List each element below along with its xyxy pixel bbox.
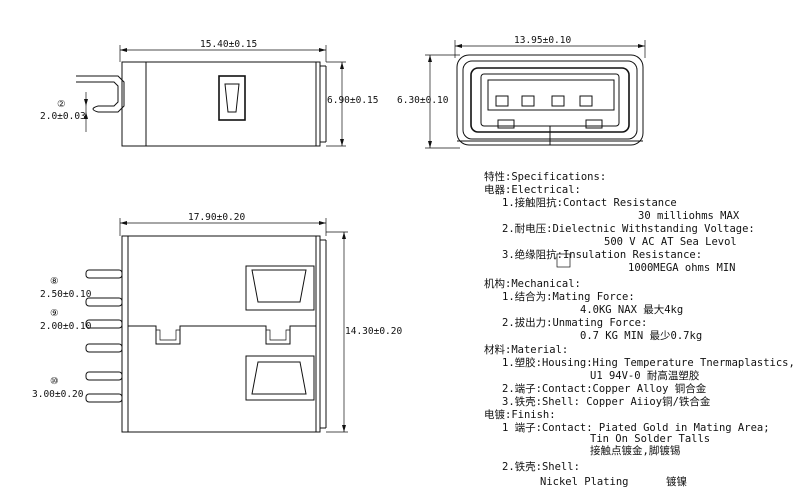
spec-f1b: 接触点镀金,脚镀锡 xyxy=(590,444,680,457)
spec-t1: 1.塑胶:Housing:Hing Temperature Tnermaplas… xyxy=(502,356,795,369)
spec-title: 特性:Specifications: xyxy=(484,170,606,183)
dim-side-height: 6.90±0.15 xyxy=(327,95,378,106)
side-view: 15.40±0.15 6.90±0.15 ② 2.0±0.03 xyxy=(40,39,378,147)
spec-material: 材料:Material: xyxy=(484,343,568,356)
spec-t1v: U1 94V-0 耐高温塑胶 xyxy=(590,369,700,382)
callout-2: ② xyxy=(57,99,66,110)
image-placeholder-icon xyxy=(556,253,571,268)
dim-side-length: 15.40±0.15 xyxy=(200,39,257,50)
spec-e2: 2.耐电压:Dielectnic Withstanding Voltage: xyxy=(502,222,755,235)
callout-8: ⑧ xyxy=(50,276,59,287)
dim-pin-offset: 2.0±0.03 xyxy=(40,111,86,122)
spec-e3v: 1000MEGA ohms MIN xyxy=(628,262,735,274)
callout-10: ⑩ xyxy=(50,376,59,387)
spec-f2c: 镀镍 xyxy=(666,475,687,488)
spec-m2: 2.拔出力:Unmating Force: xyxy=(502,316,647,329)
spec-e3: 3.绝缘阻抗:Insulation Resistance: xyxy=(502,248,702,261)
spec-f2: 2.铁壳:Shell: xyxy=(502,460,580,473)
bottom-view: 17.90±0.20 ⑧ 2.50±0.10 ⑨ 2.00±0.10 ⑩ 3.0… xyxy=(32,212,402,433)
spec-electrical: 电器:Electrical: xyxy=(484,183,581,196)
spec-e2v: 500 V AC AT Sea Levol xyxy=(604,236,737,248)
dim-front-height: 6.30±0.10 xyxy=(397,95,449,106)
spec-t3: 3.铁壳:Shell: Copper Aiioy铜/铁合金 xyxy=(502,395,711,408)
spec-m1: 1.结合为:Mating Force: xyxy=(502,290,635,303)
specifications: 特性:Specifications: 电器:Electrical: 1.接触阻抗… xyxy=(484,170,795,488)
spec-finish: 电镀:Finish: xyxy=(484,408,556,421)
spec-m1v: 4.0KG NAX 最大4kg xyxy=(580,303,683,316)
spec-f1a: Tin On Solder Talls xyxy=(590,433,710,445)
spec-m2v: 0.7 KG MIN 最少0.7kg xyxy=(580,330,702,342)
spec-t2: 2.端子:Contact:Copper Alloy 铜合金 xyxy=(502,382,707,395)
dim-pin-pitch-9: 2.00±0.10 xyxy=(40,321,92,332)
dim-bottom-length: 17.90±0.20 xyxy=(188,212,245,223)
spec-f1: 1 端子:Contact: Piated Gold in Mating Area… xyxy=(502,421,770,434)
callout-9: ⑨ xyxy=(50,308,59,319)
dim-pin-pitch-10: 3.00±0.20 xyxy=(32,389,84,400)
spec-e1: 1.接触阻抗:Contact Resistance xyxy=(502,196,677,209)
front-view: 13.95±0.10 6.30±0.10 xyxy=(397,35,646,149)
dim-pin-pitch-8: 2.50±0.10 xyxy=(40,289,92,300)
spec-mechanical: 机构:Mechanical: xyxy=(484,277,581,290)
spec-f2v: Nickel Plating xyxy=(540,476,629,488)
dim-front-width: 13.95±0.10 xyxy=(514,35,571,46)
dim-bottom-width: 14.30±0.20 xyxy=(345,326,402,337)
spec-e1v: 30 milliohms MAX xyxy=(638,210,740,222)
